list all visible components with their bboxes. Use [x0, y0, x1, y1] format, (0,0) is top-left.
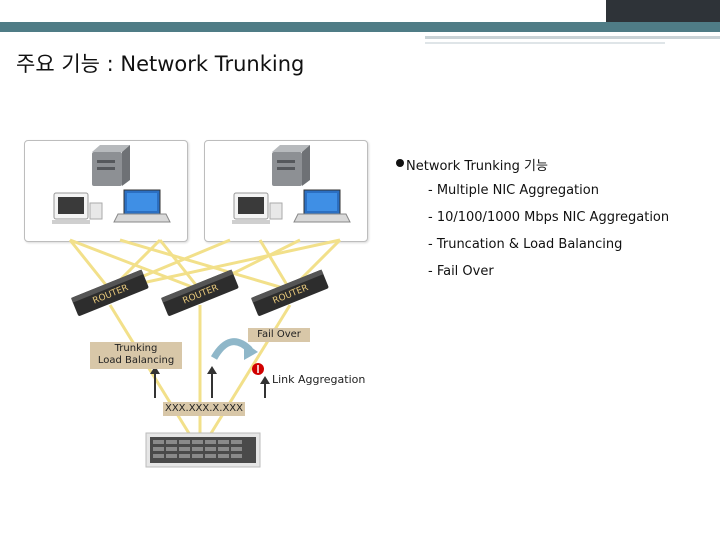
router-icon — [251, 269, 329, 316]
feature-item: - Multiple NIC Aggregation — [428, 183, 599, 198]
link-aggregation-label: Link Aggregation — [272, 373, 366, 386]
header-rule — [425, 36, 720, 39]
laptop-icon — [113, 189, 171, 223]
imac-icon — [232, 192, 283, 224]
fail-over-label: Fail Over — [248, 328, 310, 342]
laptop-icon — [293, 189, 351, 223]
trunking-label: Trunking Load Balancing — [90, 342, 182, 369]
feature-item: - 10/100/1000 Mbps NIC Aggregation — [428, 210, 670, 225]
feature-heading: Network Trunking 기능 — [406, 159, 548, 174]
router-icon — [161, 269, 239, 316]
router-icon — [71, 269, 149, 316]
header-dark-block — [606, 0, 720, 22]
fail-marker-icon — [252, 363, 264, 375]
header-accent-bar — [0, 22, 720, 32]
bullet-icon — [396, 159, 404, 167]
up-arrow-icon — [150, 366, 270, 398]
rack-server-icon — [145, 432, 261, 468]
ip-address-label: XXX.XXX.X.XXX — [163, 402, 245, 416]
server-tower-icon — [92, 145, 130, 186]
feature-item: - Truncation & Load Balancing — [428, 237, 623, 252]
header-band — [0, 0, 720, 22]
imac-icon — [52, 192, 103, 224]
server-tower-icon — [272, 145, 310, 186]
feature-item: - Fail Over — [428, 264, 494, 279]
page-title: 주요 기능 : Network Trunking — [16, 52, 305, 76]
curved-arrow-icon — [210, 338, 258, 360]
header-rule-secondary — [425, 42, 665, 44]
